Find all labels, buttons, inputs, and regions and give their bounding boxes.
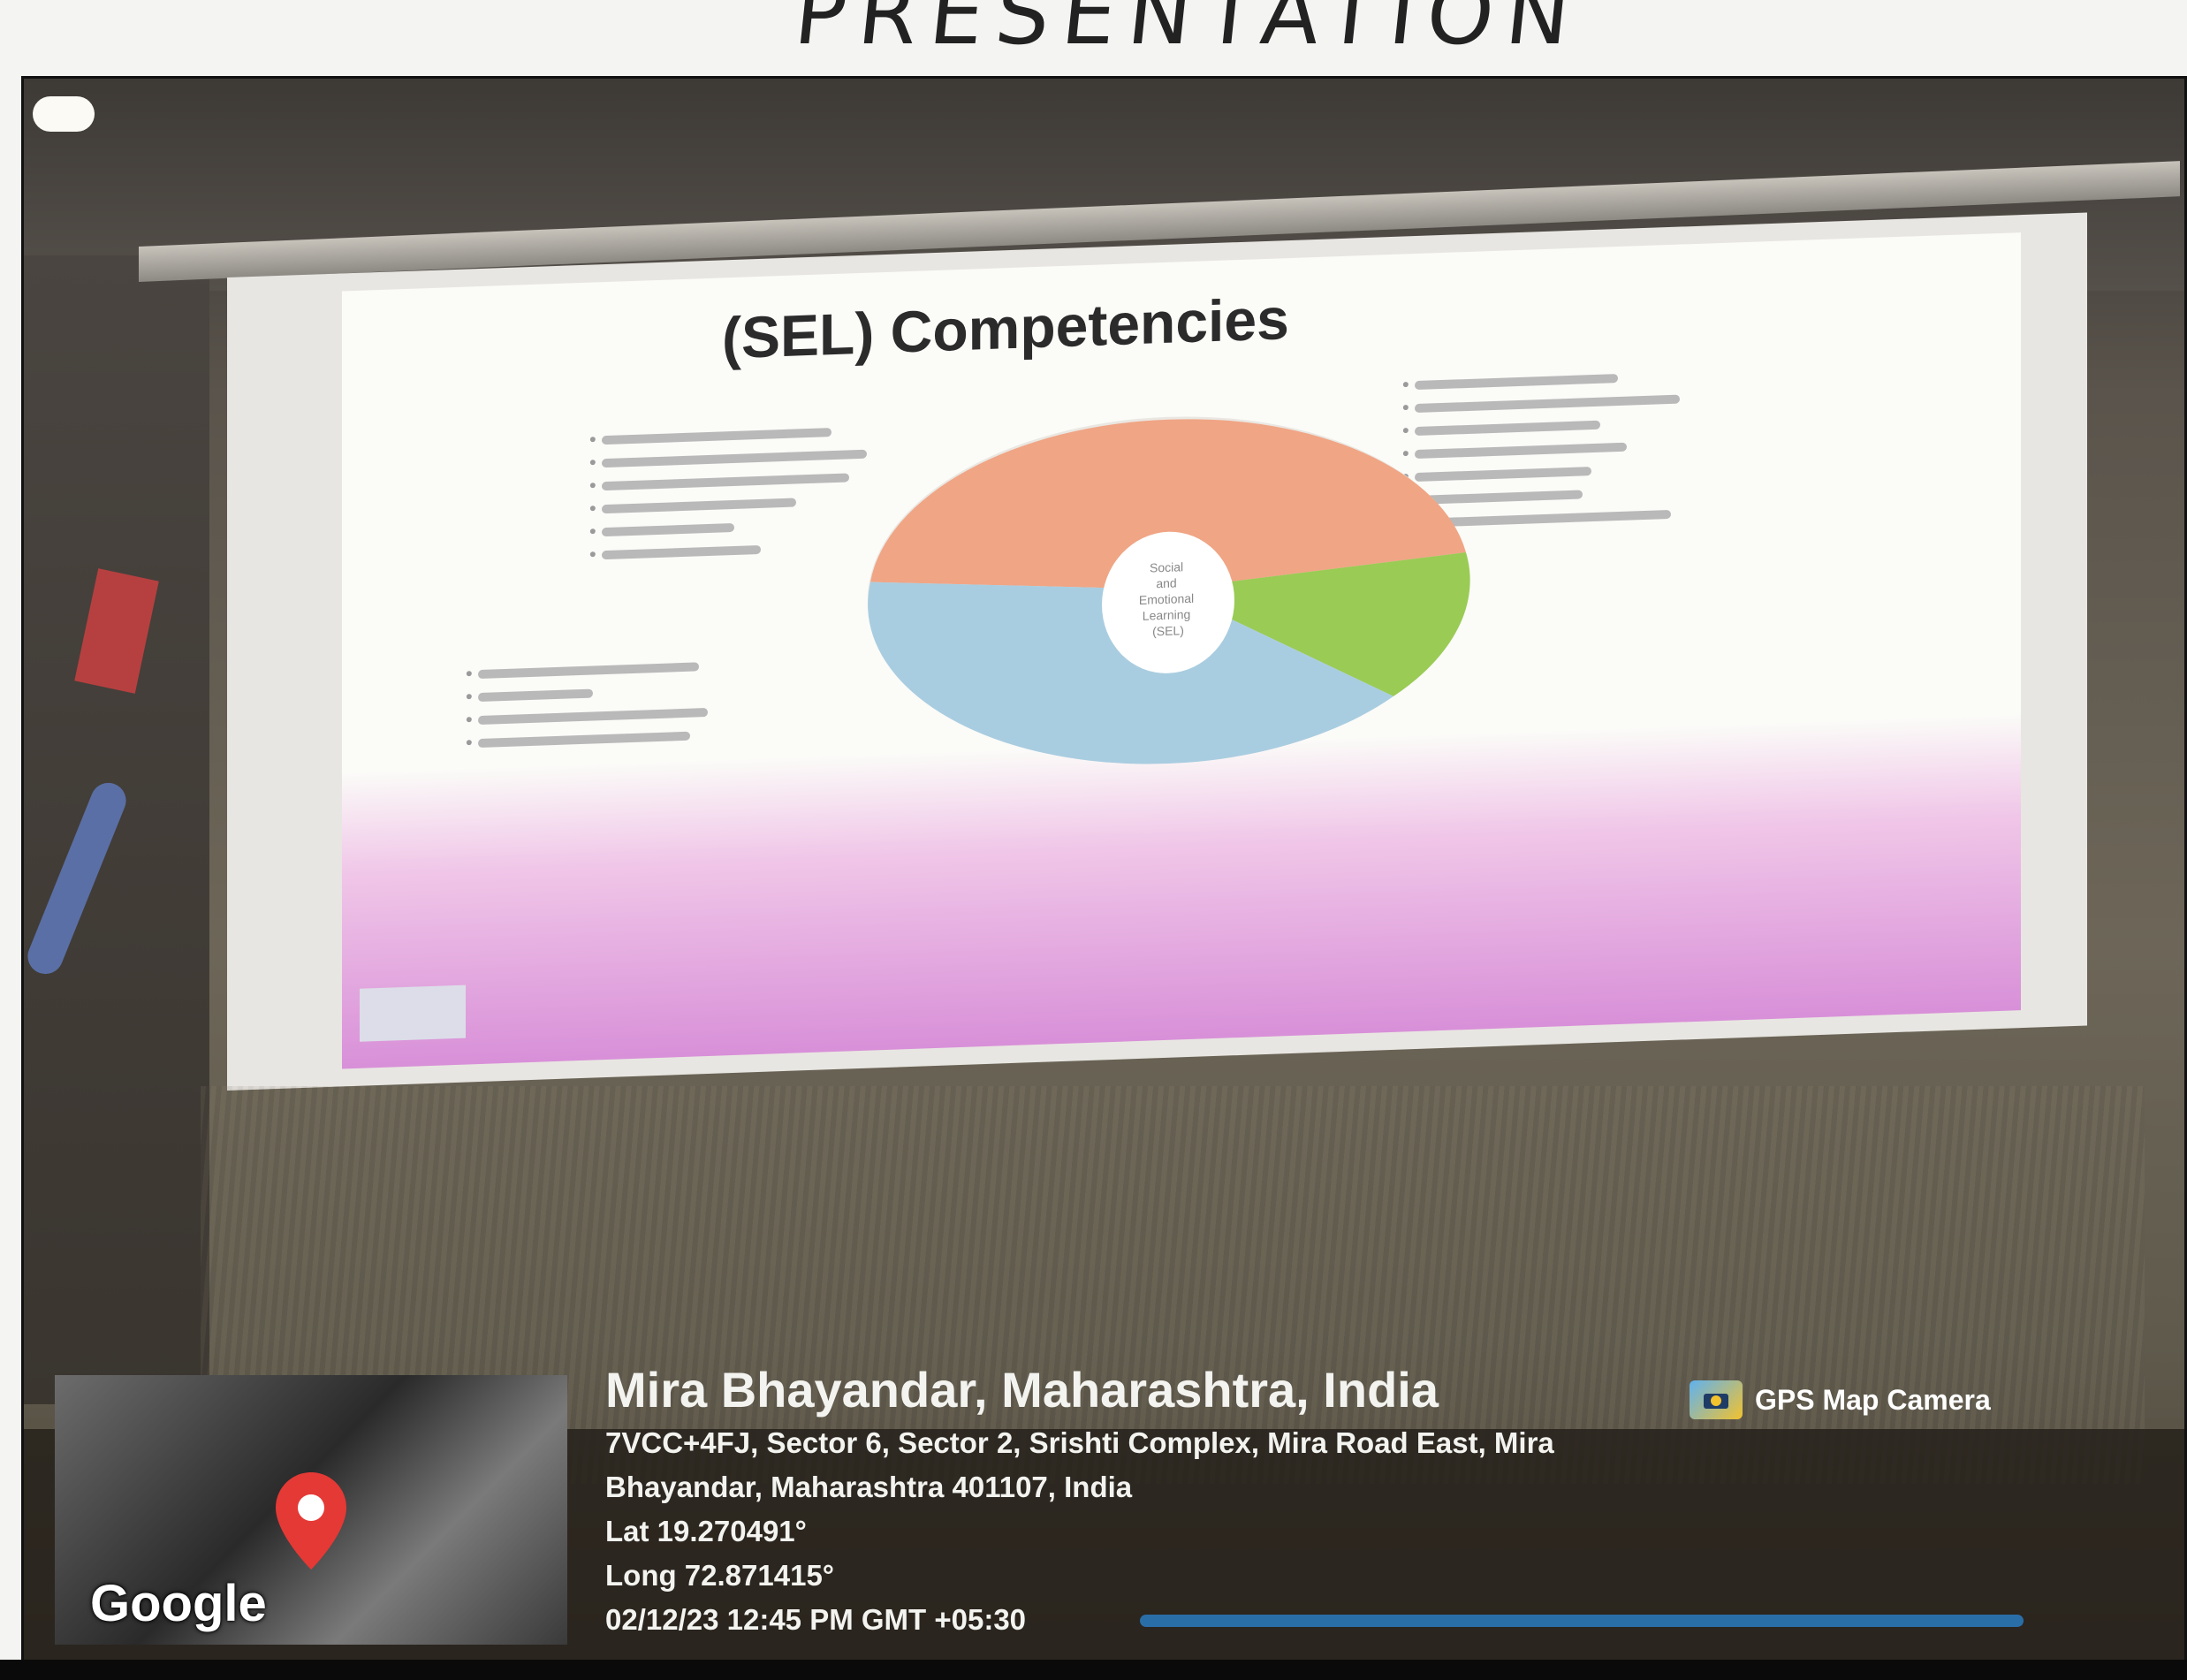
timestamp: 02/12/23 12:45 PM GMT +05:30 — [605, 1603, 1027, 1636]
address-line: Bhayandar, Maharashtra 401107, India — [605, 1471, 1133, 1503]
wheel-segment-bottom-left — [868, 582, 1393, 764]
longitude: Long 72.871415° — [605, 1559, 834, 1592]
presentation-slide: (SEL) Competencies — [342, 232, 2021, 1069]
camera-icon — [1690, 1380, 1743, 1419]
ceiling-light — [33, 96, 95, 132]
bullet-list-bottom-left — [466, 654, 708, 755]
frame-bottom-edge — [0, 1660, 2187, 1680]
gps-app-badge: GPS Map Camera — [1690, 1378, 1991, 1422]
address-line: 7VCC+4FJ, Sector 6, Sector 2, Srishti Co… — [605, 1426, 1554, 1459]
photo: (SEL) Competencies — [21, 76, 2187, 1663]
left-wall — [24, 255, 209, 1404]
location-pin-icon — [276, 1472, 346, 1570]
bullet-list-top-left — [589, 419, 867, 566]
handwritten-heading: PRESENTATION — [790, 0, 1588, 64]
wheel-segment-top-left — [870, 419, 1168, 589]
projector-screen: (SEL) Competencies — [227, 212, 2087, 1091]
location-title: Mira Bhayandar, Maharashtra, India — [605, 1362, 1439, 1418]
wheel-segment-top-right — [1168, 419, 1466, 589]
wheel-center — [1102, 531, 1234, 673]
wheel-center-label: Social and Emotional Learning (SEL) — [1139, 559, 1197, 639]
sel-competency-wheel: Social and Emotional Learning (SEL) — [868, 416, 1470, 764]
wheel-segment-right — [1168, 552, 1470, 696]
overlay-accent-bar — [1140, 1615, 2024, 1627]
map-thumbnail: Google — [55, 1375, 567, 1645]
location-details: Mira Bhayandar, Maharashtra, India 7VCC+… — [605, 1361, 1554, 1645]
google-logo: Google — [90, 1575, 267, 1632]
gps-app-name: GPS Map Camera — [1755, 1383, 1991, 1416]
slide-logo — [360, 984, 466, 1042]
slide-title: (SEL) Competencies — [722, 285, 1289, 371]
latitude: Lat 19.270491° — [605, 1515, 807, 1547]
